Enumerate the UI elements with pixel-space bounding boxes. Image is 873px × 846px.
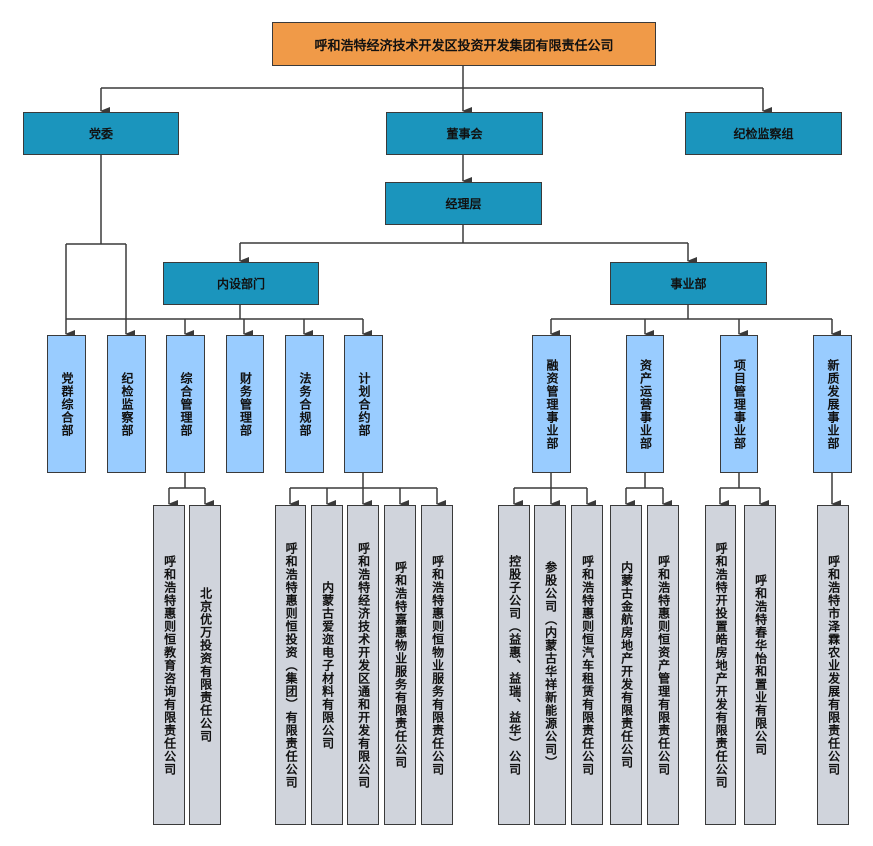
management-label: 经理层 bbox=[445, 197, 482, 211]
subsidiary-label: 控股子公司（益惠、益瑞、益华）公司 bbox=[507, 554, 522, 776]
business-unit-label: 新质发展事业部 bbox=[826, 358, 840, 450]
business-unit-box[interactable]: 资产运营事业部 bbox=[626, 335, 664, 473]
subsidiary-box[interactable]: 控股子公司（益惠、益瑞、益华）公司 bbox=[498, 505, 530, 825]
department-box[interactable]: 财务管理部 bbox=[226, 335, 264, 473]
department-label: 党群综合部 bbox=[60, 371, 74, 437]
subsidiary-box[interactable]: 呼和浩特经济技术开发区通和开发有限公司 bbox=[347, 505, 379, 825]
department-box[interactable]: 计划合约部 bbox=[344, 335, 383, 473]
subsidiary-label: 呼和浩特市泽霖农业发展有限责任公司 bbox=[826, 554, 841, 776]
internal-departments-box[interactable]: 内设部门 bbox=[163, 262, 319, 305]
department-label: 财务管理部 bbox=[238, 371, 253, 437]
subsidiary-label: 呼和浩特惠则恒物业服务有限责任公司 bbox=[430, 554, 445, 776]
subsidiary-label: 呼和浩特惠则恒教育咨询有限责任公司 bbox=[162, 554, 177, 776]
subsidiary-box[interactable]: 参股公司（内蒙古华祥新能源公司） bbox=[534, 505, 566, 825]
subsidiary-box[interactable]: 北京优万投资有限责任公司 bbox=[189, 505, 221, 825]
party-committee-label: 党委 bbox=[88, 127, 113, 141]
subsidiary-box[interactable]: 呼和浩特惠则恒投资（集团）有限责任公司 bbox=[275, 505, 306, 825]
business-unit-box[interactable]: 项目管理事业部 bbox=[720, 335, 758, 473]
business-unit-label: 资产运营事业部 bbox=[638, 358, 653, 450]
business-division-box[interactable]: 事业部 bbox=[610, 262, 767, 305]
subsidiary-label: 呼和浩特春华怡和置业有限公司 bbox=[753, 574, 768, 756]
subsidiary-box[interactable]: 呼和浩特嘉惠物业服务有限责任公司 bbox=[384, 505, 416, 825]
department-label: 法务合规部 bbox=[298, 371, 312, 437]
business-unit-box[interactable]: 融资管理事业部 bbox=[532, 335, 571, 473]
department-label: 综合管理部 bbox=[179, 371, 193, 437]
subsidiary-box[interactable]: 呼和浩特惠则恒资产管理有限责任公司 bbox=[647, 505, 679, 825]
board-label: 董事会 bbox=[446, 127, 483, 141]
subsidiary-box[interactable]: 呼和浩特惠则恒物业服务有限责任公司 bbox=[421, 505, 453, 825]
subsidiary-label: 呼和浩特嘉惠物业服务有限责任公司 bbox=[393, 561, 408, 769]
subsidiary-label: 呼和浩特惠则恒资产管理有限责任公司 bbox=[656, 554, 671, 776]
subsidiary-box[interactable]: 呼和浩特惠则恒汽车租赁有限责任公司 bbox=[571, 505, 603, 825]
subsidiary-label: 参股公司（内蒙古华祥新能源公司） bbox=[543, 561, 558, 769]
discipline-group-label: 纪检监察组 bbox=[733, 127, 794, 141]
department-label: 计划合约部 bbox=[357, 371, 371, 437]
department-box[interactable]: 党群综合部 bbox=[47, 335, 86, 473]
subsidiary-box[interactable]: 内蒙古爱迩电子材料有限公司 bbox=[311, 505, 343, 825]
subsidiary-label: 呼和浩特经济技术开发区通和开发有限公司 bbox=[356, 541, 371, 789]
root-company-box[interactable]: 呼和浩特经济技术开发区投资开发集团有限责任公司 bbox=[272, 22, 656, 66]
subsidiary-label: 内蒙古金航房地产开发有限责任公司 bbox=[619, 561, 634, 769]
subsidiary-box[interactable]: 呼和浩特春华怡和置业有限公司 bbox=[744, 505, 776, 825]
business-unit-label: 项目管理事业部 bbox=[732, 358, 747, 450]
party-committee-box[interactable]: 党委 bbox=[23, 112, 179, 155]
department-label: 纪检监察部 bbox=[120, 371, 134, 437]
root-company-label: 呼和浩特经济技术开发区投资开发集团有限责任公司 bbox=[314, 38, 614, 54]
subsidiary-label: 呼和浩特惠则恒汽车租赁有限责任公司 bbox=[580, 554, 595, 776]
subsidiary-label: 北京优万投资有限责任公司 bbox=[198, 587, 213, 743]
department-box[interactable]: 纪检监察部 bbox=[107, 335, 146, 473]
business-unit-box[interactable]: 新质发展事业部 bbox=[813, 335, 852, 473]
department-box[interactable]: 法务合规部 bbox=[285, 335, 324, 473]
department-box[interactable]: 综合管理部 bbox=[166, 335, 205, 473]
discipline-group-box[interactable]: 纪检监察组 bbox=[685, 112, 842, 155]
subsidiary-box[interactable]: 呼和浩特惠则恒教育咨询有限责任公司 bbox=[153, 505, 185, 825]
business-division-label: 事业部 bbox=[670, 277, 707, 291]
business-unit-label: 融资管理事业部 bbox=[545, 358, 559, 450]
subsidiary-box[interactable]: 内蒙古金航房地产开发有限责任公司 bbox=[610, 505, 642, 825]
internal-departments-label: 内设部门 bbox=[216, 277, 265, 291]
subsidiary-label: 呼和浩特开投置皓房地产开发有限责任公司 bbox=[714, 541, 729, 789]
subsidiary-box[interactable]: 呼和浩特市泽霖农业发展有限责任公司 bbox=[817, 505, 849, 825]
subsidiary-box[interactable]: 呼和浩特开投置皓房地产开发有限责任公司 bbox=[705, 505, 736, 825]
subsidiary-label: 呼和浩特惠则恒投资（集团）有限责任公司 bbox=[284, 541, 299, 789]
board-box[interactable]: 董事会 bbox=[386, 112, 543, 155]
subsidiary-label: 内蒙古爱迩电子材料有限公司 bbox=[320, 580, 335, 750]
management-box[interactable]: 经理层 bbox=[385, 182, 542, 225]
